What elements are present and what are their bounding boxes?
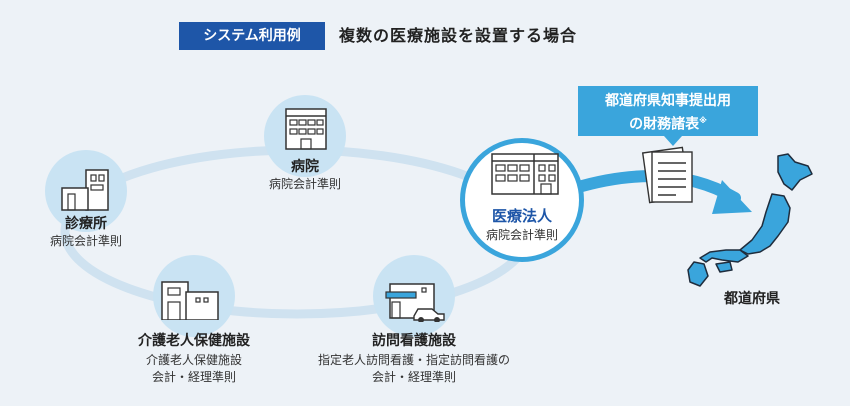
nursing-standard-line1: 指定老人訪問看護・指定訪問看護の bbox=[317, 353, 510, 367]
nursing-name: 訪問看護施設 bbox=[372, 333, 456, 349]
documents-icon bbox=[641, 146, 693, 204]
callout-note-mark: ※ bbox=[699, 116, 707, 125]
care-facility-standard-line2: 会計・経理準則 bbox=[151, 370, 236, 384]
financial-statements-callout: 都道府県知事提出用 の財務諸表※ bbox=[578, 86, 758, 136]
medical-corp-building-icon bbox=[491, 153, 559, 195]
care-facility-building-icon bbox=[161, 281, 219, 320]
hospital-standard: 病院会計準則 bbox=[268, 177, 341, 191]
japan-map-icon bbox=[687, 153, 813, 287]
clinic-building-icon bbox=[61, 169, 109, 211]
system-example-tag: システム利用例 bbox=[179, 22, 325, 50]
hospital-name: 病院 bbox=[291, 159, 319, 175]
hospital-building-icon bbox=[285, 108, 327, 150]
page-title: 複数の医療施設を設置する場合 bbox=[339, 26, 578, 45]
nursing-standard-line2: 会計・経理準則 bbox=[371, 370, 456, 384]
callout-line1: 都道府県知事提出用 bbox=[605, 93, 731, 109]
care-facility-standard-line1: 介護老人保健施設 bbox=[145, 353, 242, 367]
callout-line2-wrap: の財務諸表※ bbox=[578, 111, 758, 135]
clinic-standard: 病院会計準則 bbox=[49, 234, 122, 248]
callout-tail bbox=[664, 136, 682, 146]
submission-arrow-head bbox=[712, 180, 752, 214]
callout-line2: の財務諸表 bbox=[629, 116, 700, 133]
care-facility-name: 介護老人保健施設 bbox=[138, 333, 250, 349]
medical-corp-name: 医療法人 bbox=[491, 207, 552, 225]
medical-corp-standard: 病院会計準則 bbox=[485, 228, 558, 242]
clinic-name: 診療所 bbox=[65, 216, 107, 232]
nursing-station-icon bbox=[385, 283, 445, 322]
prefecture-label: 都道府県 bbox=[724, 291, 780, 307]
